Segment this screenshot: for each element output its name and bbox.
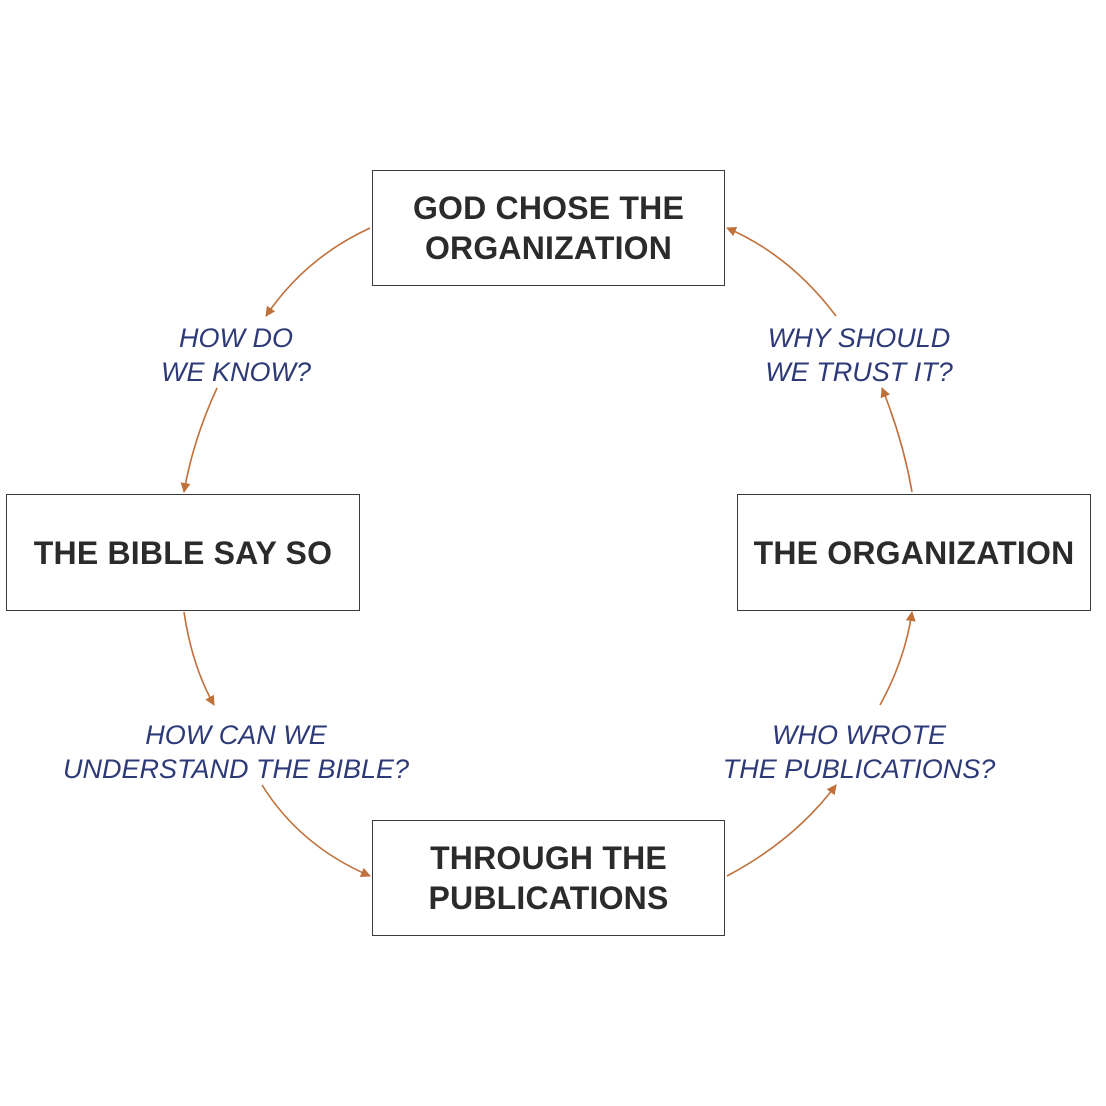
- node-bottom-line-2: PUBLICATIONS: [428, 880, 669, 916]
- question-top-left-line-2: WE KNOW?: [160, 357, 312, 387]
- node-the-organization: THE ORGANIZATION: [737, 494, 1091, 611]
- node-right-line-1: THE ORGANIZATION: [753, 534, 1075, 571]
- question-bottom-right-line-1: WHO WROTE: [772, 720, 946, 750]
- question-top-right-line-1: WHY SHOULD: [767, 323, 951, 353]
- question-top-right-line-2: WE TRUST IT?: [765, 357, 953, 387]
- question-how-can-we-understand: HOW CAN WE UNDERSTAND THE BIBLE?: [63, 718, 409, 786]
- question-how-do-we-know: HOW DO WE KNOW?: [161, 321, 311, 389]
- arrow-question-to-top: [726, 226, 837, 317]
- arrow-question-to-left: [180, 387, 218, 493]
- question-why-should-we-trust-it: WHY SHOULD WE TRUST IT?: [765, 321, 953, 389]
- question-who-wrote-publications: WHO WROTE THE PUBLICATIONS?: [723, 718, 996, 786]
- node-left-line-1: THE BIBLE SAY SO: [33, 534, 333, 571]
- arrow-right-to-question: [880, 387, 913, 493]
- arrow-question-to-bottom: [261, 784, 371, 878]
- node-god-chose-organization: GOD CHOSE THE ORGANIZATION: [372, 170, 725, 286]
- node-bottom-line-1: THROUGH THE: [430, 840, 667, 876]
- question-bottom-right-line-2: THE PUBLICATIONS?: [722, 754, 996, 784]
- question-bottom-left-line-1: HOW CAN WE: [145, 720, 327, 750]
- arrow-question-to-right: [879, 611, 916, 706]
- arrow-top-to-question: [265, 227, 371, 317]
- arrow-left-to-question: [183, 611, 215, 706]
- node-top-line-1: GOD CHOSE THE: [412, 190, 685, 226]
- node-top-line-2: ORGANIZATION: [424, 230, 673, 266]
- question-bottom-left-line-2: UNDERSTAND THE BIBLE?: [62, 754, 410, 784]
- question-top-left-line-1: HOW DO: [178, 323, 293, 353]
- node-bible-say-so: THE BIBLE SAY SO: [6, 494, 360, 611]
- arrow-bottom-to-question: [726, 784, 837, 877]
- node-through-publications: THROUGH THE PUBLICATIONS: [372, 820, 725, 936]
